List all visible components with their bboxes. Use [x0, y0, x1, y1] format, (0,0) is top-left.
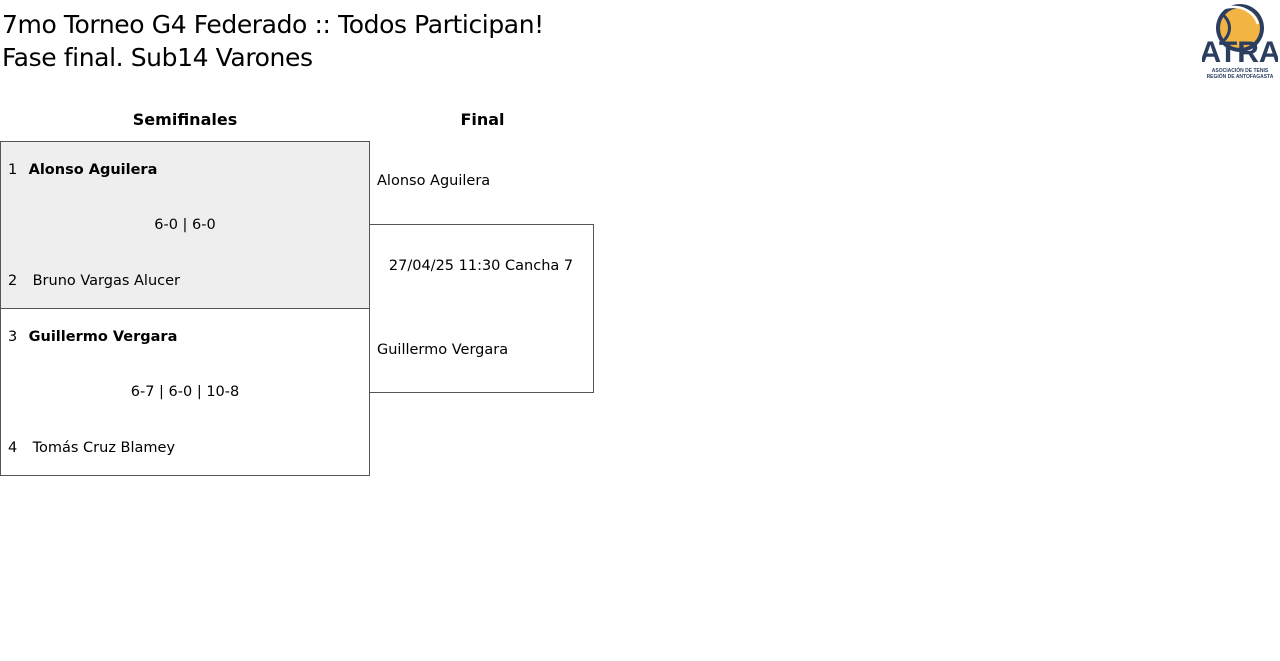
tournament-title: 7mo Torneo G4 Federado :: Todos Particip…: [2, 10, 544, 39]
svg-text:REGIÓN DE ANTOFAGASTA: REGIÓN DE ANTOFAGASTA: [1207, 72, 1274, 80]
player-row: 3 Guillermo Vergara: [8, 329, 177, 345]
player-row: 1 Alonso Aguilera: [8, 162, 157, 178]
atra-logo: ATRA ASOCIACIÓN DE TENIS REGIÓN DE ANTOF…: [1199, 2, 1280, 82]
player-seed: 4: [8, 440, 18, 456]
tennis-ball-icon: ATRA ASOCIACIÓN DE TENIS REGIÓN DE ANTOF…: [1199, 4, 1280, 80]
player-row: 4 Tomás Cruz Blamey: [8, 440, 175, 456]
final-player-top: Alonso Aguilera: [377, 173, 491, 189]
svg-text:ASOCIACIÓN DE TENIS: ASOCIACIÓN DE TENIS: [1212, 66, 1269, 74]
player-seed: 1: [8, 162, 18, 178]
page-title: 7mo Torneo G4 Federado :: Todos Particip…: [2, 8, 544, 74]
player-name: Alonso Aguilera: [28, 162, 158, 178]
round-header-semifinals: Semifinales: [132, 110, 238, 129]
player-name: Tomás Cruz Blamey: [32, 440, 176, 456]
player-name: Bruno Vargas Alucer: [32, 273, 181, 289]
player-seed: 2: [8, 273, 18, 289]
player-name: Guillermo Vergara: [28, 329, 178, 345]
svg-text:ATRA: ATRA: [1202, 36, 1278, 69]
final-match: 27/04/25 11:30 Cancha 7 Guillermo Vergar…: [369, 224, 594, 393]
round-header-final: Final: [460, 110, 505, 129]
final-player-bottom: Guillermo Vergara: [377, 342, 509, 358]
semifinal-match-1: 1 Alonso Aguilera 6-0 | 6-0 2 Bruno Varg…: [0, 141, 370, 309]
player-seed: 3: [8, 329, 18, 345]
match-score: 6-0 | 6-0: [154, 217, 216, 233]
final-schedule: 27/04/25 11:30 Cancha 7: [388, 258, 574, 274]
player-row: 2 Bruno Vargas Alucer: [8, 273, 180, 289]
phase-title: Fase final. Sub14 Varones: [2, 43, 313, 72]
match-score: 6-7 | 6-0 | 10-8: [130, 384, 240, 400]
semifinal-match-2: 3 Guillermo Vergara 6-7 | 6-0 | 10-8 4 T…: [0, 308, 370, 476]
